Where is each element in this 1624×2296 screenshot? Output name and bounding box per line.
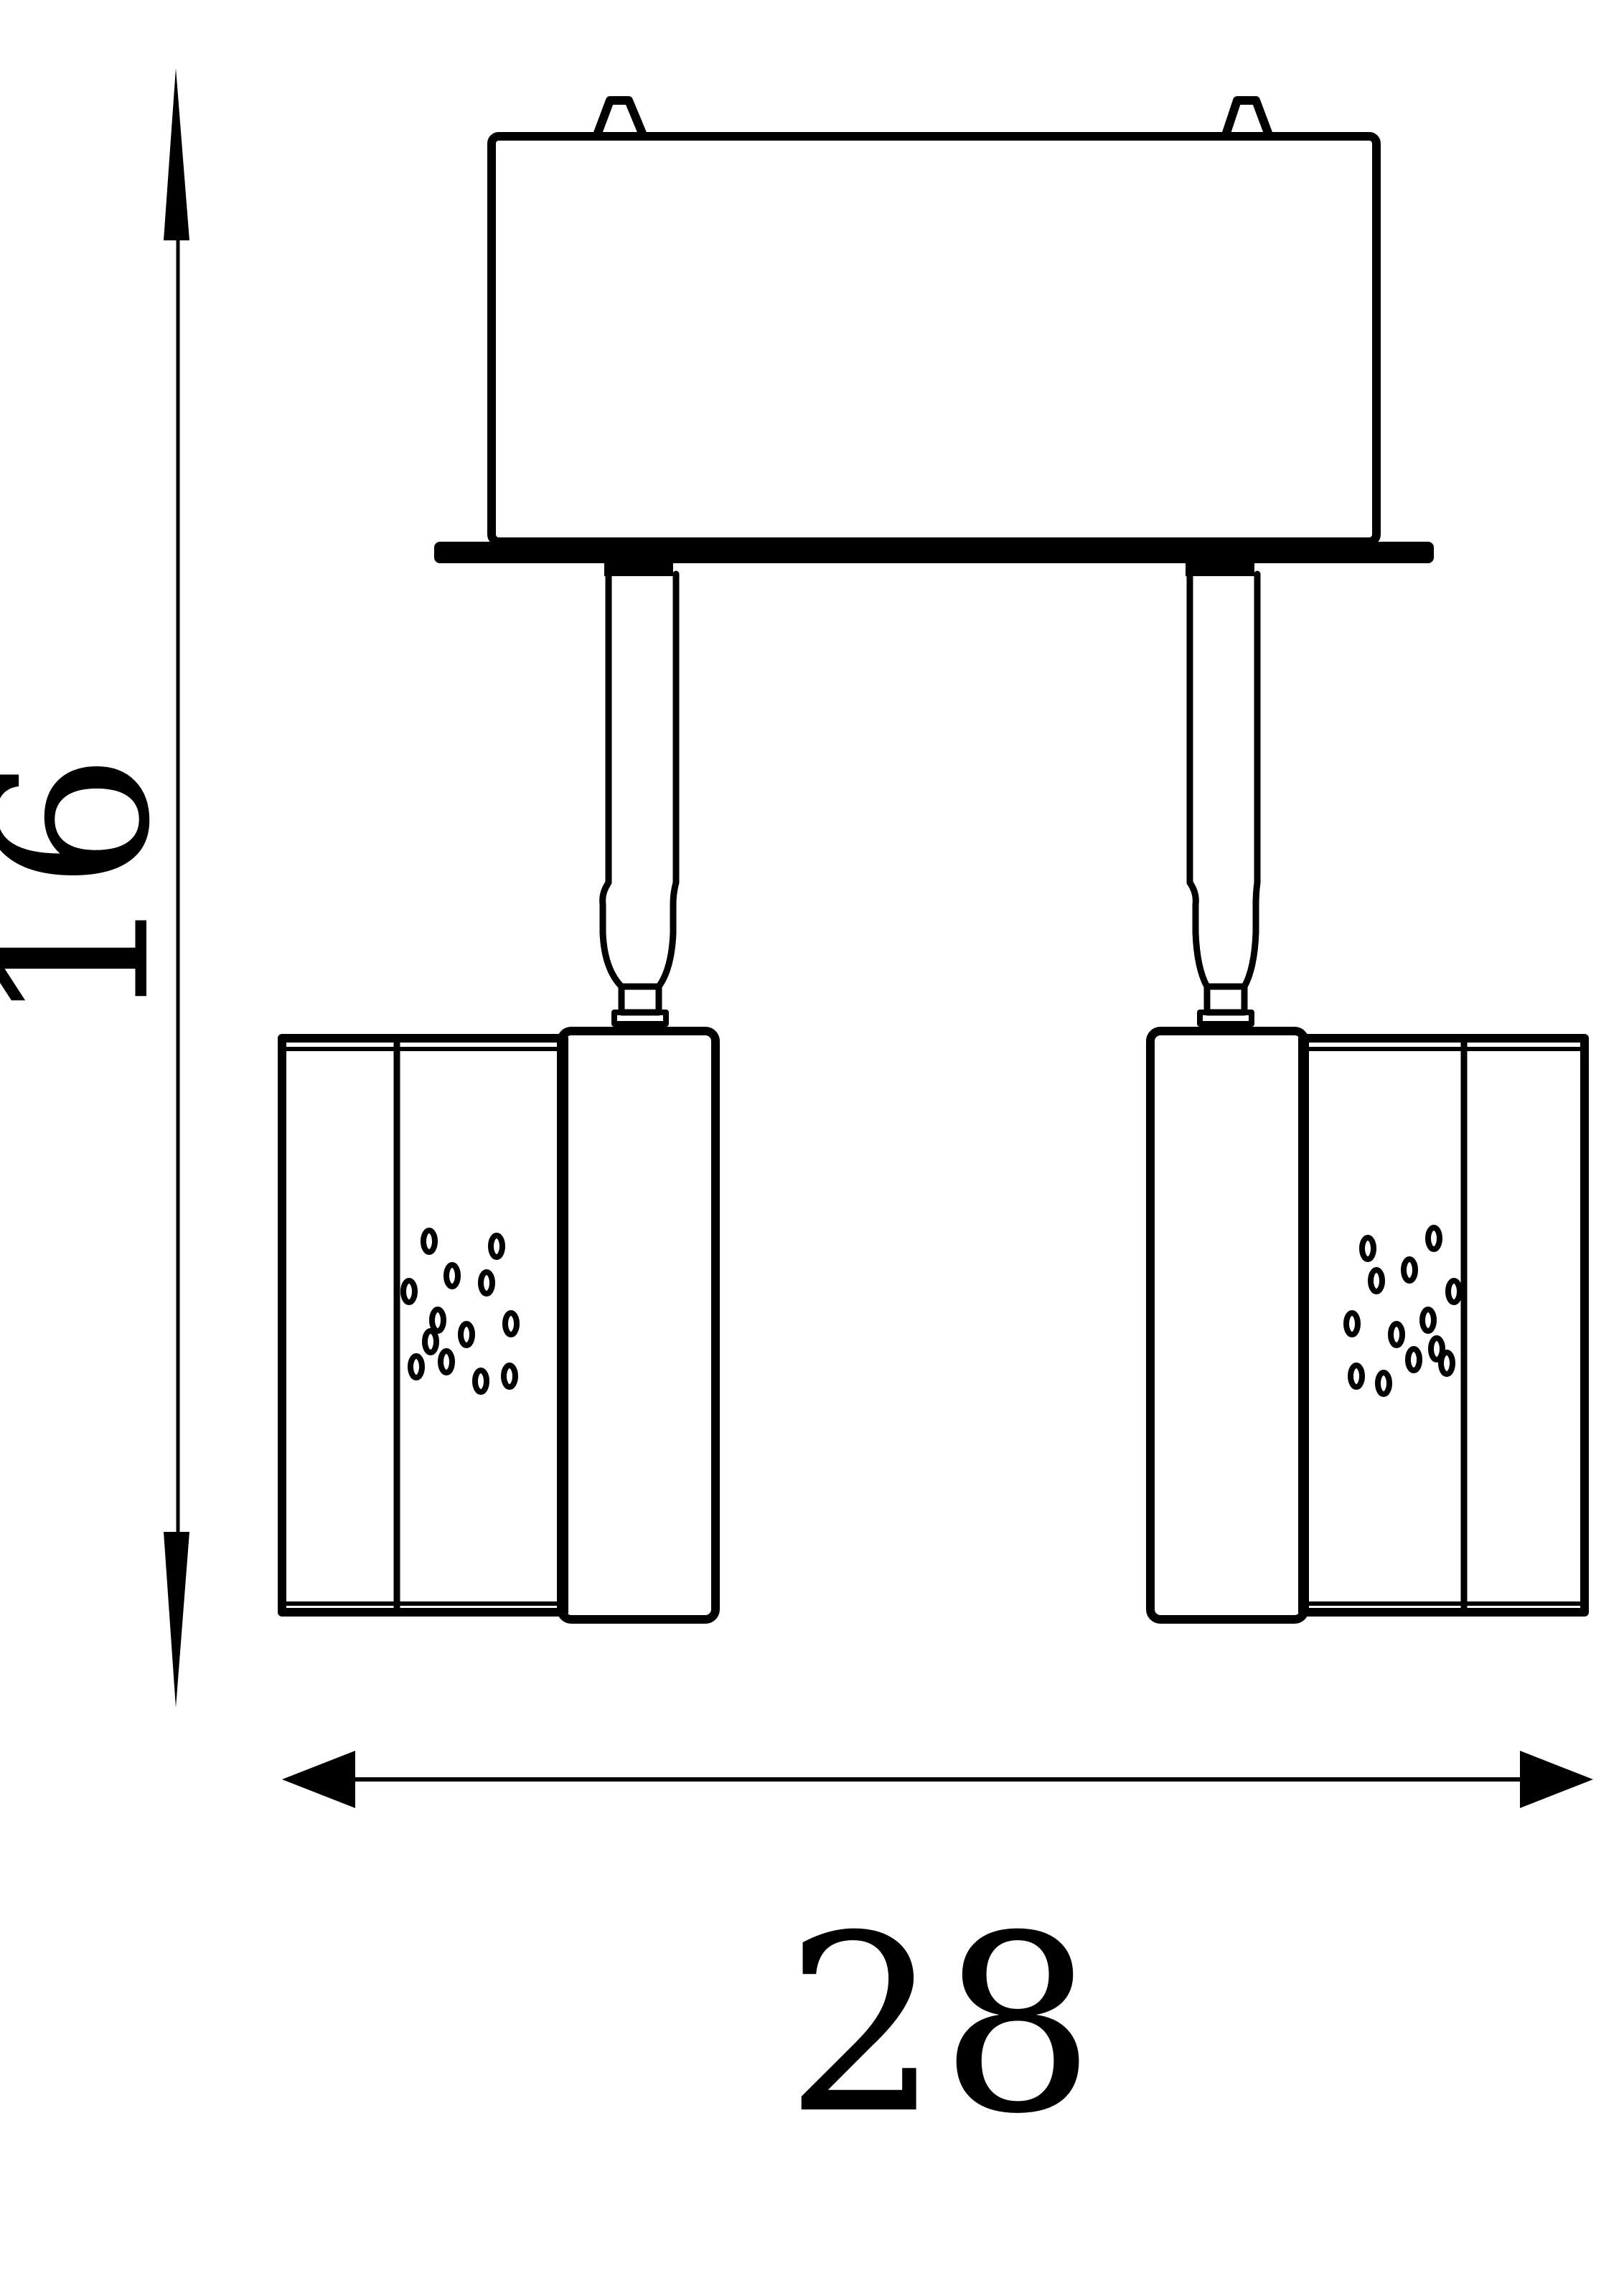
cap-right bbox=[1146, 1027, 1309, 1624]
mounting-clip-right bbox=[1221, 96, 1273, 139]
width-arrow-left bbox=[282, 1751, 355, 1808]
light-fixture bbox=[278, 96, 1589, 1624]
height-label: 16 bbox=[0, 753, 197, 1027]
width-dimension: 28 bbox=[282, 1751, 1593, 2168]
spotlight-head-right bbox=[1146, 1027, 1589, 1624]
mounting-clip-left bbox=[593, 96, 647, 139]
mounting-plate bbox=[434, 542, 1434, 563]
perforation-dots-right bbox=[1343, 1225, 1463, 1397]
width-arrow-right bbox=[1520, 1751, 1593, 1808]
height-arrow-top bbox=[164, 68, 189, 240]
canopy-box bbox=[487, 132, 1381, 546]
stem-right bbox=[1186, 563, 1261, 1027]
lens-housing-right bbox=[1298, 1034, 1589, 1617]
height-dimension: 16 bbox=[0, 68, 197, 1708]
stem-left bbox=[599, 563, 680, 1027]
height-arrow-bottom bbox=[164, 1532, 189, 1708]
cap-left bbox=[557, 1027, 720, 1624]
lens-housing-left bbox=[278, 1034, 568, 1617]
width-label: 28 bbox=[785, 1883, 1096, 2168]
perforation-dots-left bbox=[400, 1228, 520, 1395]
spotlight-head-left bbox=[278, 1027, 720, 1624]
